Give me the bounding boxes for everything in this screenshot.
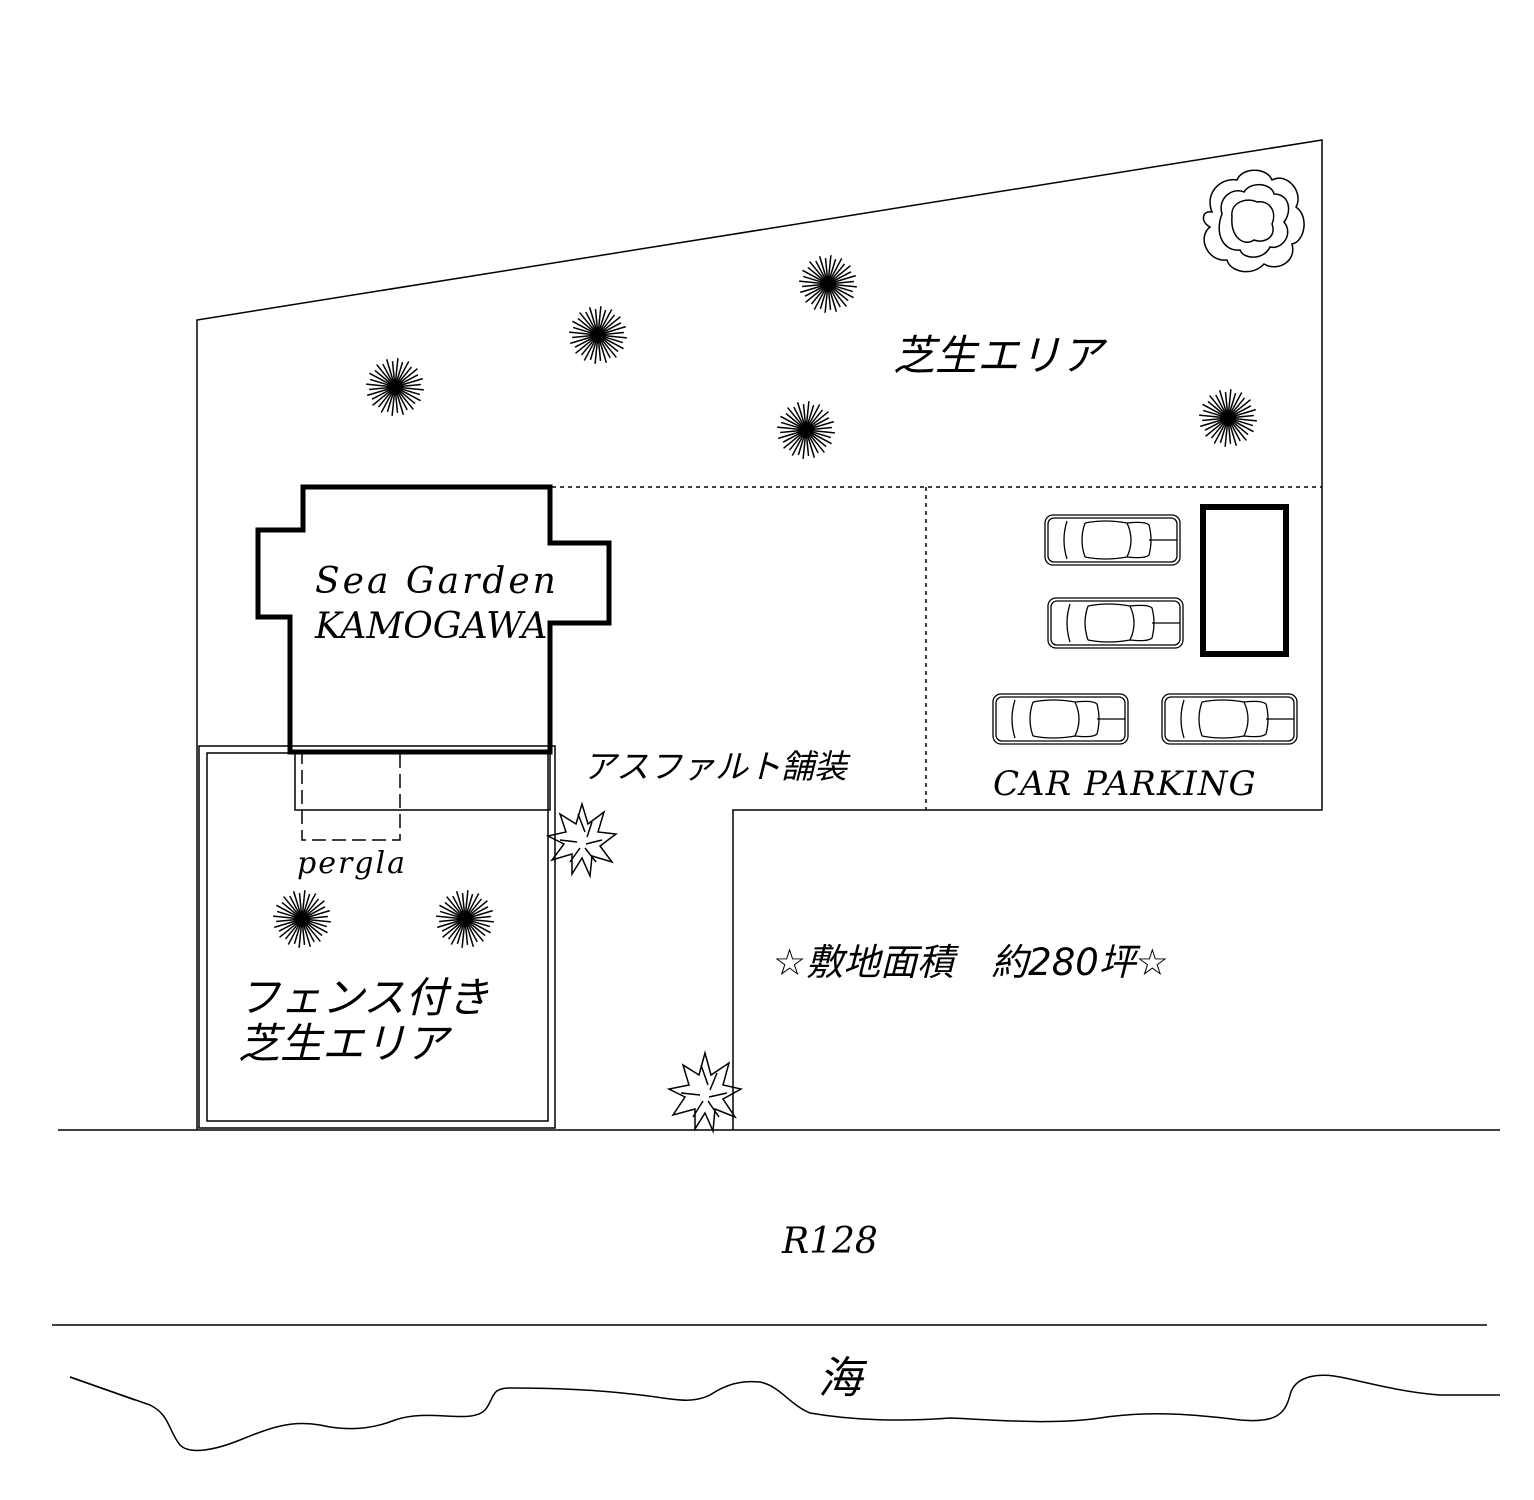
building-name-line2: KAMOGAWA — [314, 606, 547, 647]
pergola-label: pergla — [297, 846, 407, 881]
sea-label: 海 — [818, 1353, 868, 1404]
fenced-lawn-label-line2: 芝生エリア — [238, 1019, 453, 1068]
maple-tree-icon — [545, 801, 618, 879]
palm-tree-icon — [366, 358, 424, 416]
shoreline-tip — [69, 1376, 136, 1401]
terrace — [294, 751, 551, 811]
car-icon — [992, 693, 1129, 745]
car-icon — [1047, 597, 1184, 649]
asphalt-label: アスファルト舗装 — [583, 747, 851, 786]
site-area-label: ☆敷地面積 約280坪☆ — [773, 941, 1169, 984]
car-icon — [1161, 693, 1298, 745]
palm-tree-icon — [1199, 389, 1257, 447]
fence-inner — [206, 752, 549, 1122]
palm-tree-icon — [273, 890, 331, 948]
palm-tree-icon — [777, 401, 835, 459]
building-name-line1: Sea Garden — [315, 561, 559, 602]
fence-outer — [198, 745, 556, 1129]
maple-tree-icon — [666, 1050, 744, 1134]
palm-tree-icon — [569, 306, 627, 364]
pergola-outline — [301, 751, 401, 841]
lot-boundary — [196, 139, 1323, 1130]
lawn-area-label: 芝生エリア — [893, 331, 1108, 380]
storage-box — [1200, 504, 1289, 657]
palm-tree-icon — [436, 890, 494, 948]
car-icon — [1044, 514, 1181, 566]
car-parking-label: CAR PARKING — [993, 764, 1257, 804]
road-label: R128 — [781, 1221, 878, 1262]
shoreline — [69, 1374, 1500, 1452]
round-tree-icon — [1202, 169, 1305, 273]
fenced-lawn-label-line1: フェンス付き — [238, 973, 489, 1022]
palm-tree-icon — [799, 255, 857, 313]
